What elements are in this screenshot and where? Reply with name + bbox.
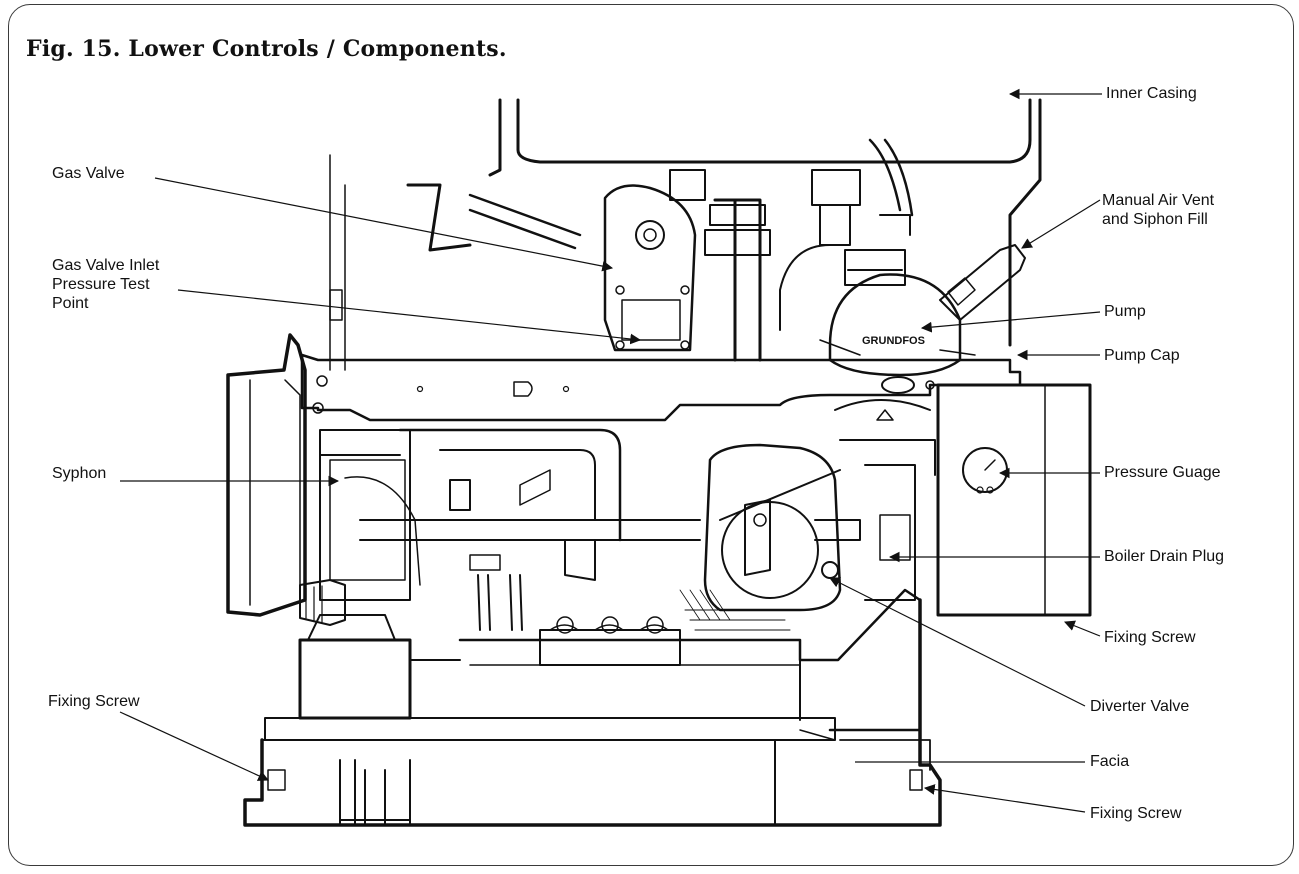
leader-gas-valve bbox=[154, 177, 614, 272]
leader-fixing-screw-bottom bbox=[923, 784, 1086, 813]
label-gas-valve: Gas Valve bbox=[52, 165, 125, 182]
diverter-valve bbox=[703, 443, 842, 612]
facia bbox=[243, 598, 942, 827]
leader-gas-valve-inlet bbox=[177, 289, 642, 345]
inner-casing bbox=[516, 98, 1032, 164]
leader-fixing-screw-left bbox=[119, 711, 269, 781]
leader-manual-air-vent bbox=[1021, 199, 1101, 249]
control-tray bbox=[458, 588, 922, 732]
figure-title: Fig. 15. Lower Controls / Components. bbox=[26, 36, 507, 62]
label-fixing-screw-right: Fixing Screw bbox=[1104, 629, 1196, 646]
label-facia: Facia bbox=[1090, 753, 1130, 770]
leader-pump bbox=[920, 311, 1101, 333]
label-fixing-screw-left: Fixing Screw bbox=[48, 693, 140, 710]
pump-body bbox=[828, 273, 962, 377]
leader-fixing-screw-right bbox=[1063, 620, 1101, 637]
label-pump: Pump bbox=[1104, 303, 1146, 320]
gas-valve-body bbox=[603, 184, 697, 352]
gas-pipe bbox=[713, 198, 762, 362]
label-fixing-screw-bottom: Fixing Screw bbox=[1090, 805, 1182, 822]
gauge-housing bbox=[936, 383, 1092, 617]
pump-brand: GRUNDFOS bbox=[862, 335, 925, 347]
label-diverter-valve: Diverter Valve bbox=[1090, 698, 1190, 715]
main-bracket bbox=[300, 353, 1022, 422]
transformer bbox=[298, 638, 412, 720]
label-boiler-drain-plug: Boiler Drain Plug bbox=[1104, 548, 1225, 565]
fan-housing bbox=[226, 333, 307, 617]
label-manual-air-vent: Manual Air Vent and Siphon Fill bbox=[1102, 192, 1215, 228]
label-syphon: Syphon bbox=[52, 465, 107, 482]
label-pressure-guage: Pressure Guage bbox=[1104, 464, 1221, 481]
air-vent bbox=[939, 244, 1026, 321]
label-pump-cap: Pump Cap bbox=[1104, 347, 1180, 364]
leader-diverter-valve bbox=[829, 577, 1086, 707]
label-gas-valve-inlet: Gas Valve Inlet Pressure Test Point bbox=[52, 257, 160, 312]
figure-frame bbox=[8, 4, 1294, 866]
label-inner-casing: Inner Casing bbox=[1106, 85, 1197, 102]
